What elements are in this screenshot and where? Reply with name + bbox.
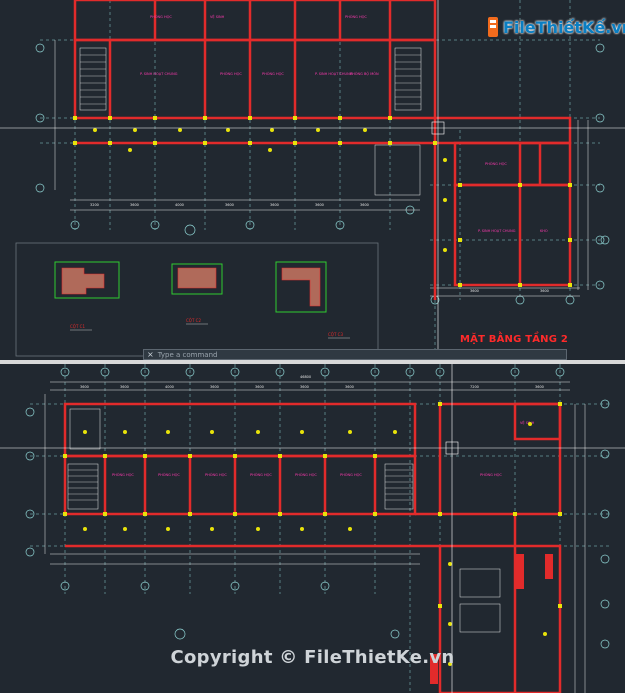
svg-text:3600: 3600 [470,289,479,293]
svg-text:PHÒNG HỌC: PHÒNG HỌC [205,472,227,477]
svg-text:VỆ SINH: VỆ SINH [210,14,225,19]
svg-text:PHÒNG HỌC: PHÒNG HỌC [480,472,502,477]
svg-text:PHÒNG HỌC: PHÒNG HỌC [295,472,317,477]
svg-text:4000: 4000 [175,203,184,207]
svg-text:PHÒNG HỌC: PHÒNG HỌC [150,14,172,19]
floor-plan-level-1: 3600 3600 4000 3600 3600 3600 3600 7200 3600 4… [0,364,625,693]
svg-text:PHÒNG HỌC: PHÒNG HỌC [158,472,180,477]
command-line[interactable]: × Type a command [143,349,567,360]
svg-text:3600: 3600 [120,385,129,389]
svg-text:P. SINH HOẠT CHUNG: P. SINH HOẠT CHUNG [478,229,516,233]
svg-text:PHÒNG BỘ MÔN: PHÒNG BỘ MÔN [350,71,379,76]
svg-text:3600: 3600 [535,385,544,389]
svg-text:KHO: KHO [540,229,548,233]
svg-text:4000: 4000 [165,385,174,389]
svg-text:3600: 3600 [130,203,139,207]
svg-text:3600: 3600 [360,203,369,207]
floor-plan-level-2: 3200 3600 4000 3600 3600 3600 3600 3600 3600 [0,0,625,360]
watermark-logo: FileThiếtKế.vn [486,12,625,42]
svg-text:3200: 3200 [90,203,99,207]
svg-text:3600: 3600 [255,385,264,389]
svg-text:3600: 3600 [80,385,89,389]
svg-text:3600: 3600 [210,385,219,389]
watermark-brand: FileThiếtKế.vn [503,17,625,37]
viewport-divider[interactable] [0,360,625,364]
svg-text:CỘT C1: CỘT C1 [70,324,85,329]
svg-text:PHÒNG HỌC: PHÒNG HỌC [250,472,272,477]
svg-text:P. SINH HOẠT CHUNG: P. SINH HOẠT CHUNG [140,72,178,76]
svg-text:CỘT C2: CỘT C2 [186,318,201,323]
svg-text:3600: 3600 [225,203,234,207]
sheet-title: MẶT BẰNG TẦNG 2 [460,334,568,345]
copyright-watermark: Copyright © FileThietKe.vn [170,647,455,668]
svg-text:3600: 3600 [300,385,309,389]
svg-text:3600: 3600 [540,289,549,293]
svg-text:VỆ SINH: VỆ SINH [520,420,535,425]
svg-text:PHÒNG HỌC: PHÒNG HỌC [345,14,367,19]
svg-text:CỘT C3: CỘT C3 [328,332,343,337]
svg-text:7200: 7200 [470,385,479,389]
cad-viewport-top[interactable]: 3200 3600 4000 3600 3600 3600 3600 3600 3600 [0,0,625,360]
svg-text:3600: 3600 [315,203,324,207]
svg-text:PHÒNG HỌC: PHÒNG HỌC [220,71,242,76]
command-input[interactable]: Type a command [157,350,218,359]
filethietke-logo-icon [486,15,500,39]
svg-text:PHÒNG HỌC: PHÒNG HỌC [262,71,284,76]
svg-text:P. SINH HOẠT CHUNG: P. SINH HOẠT CHUNG [315,72,353,76]
cad-viewport-bottom[interactable]: 3600 3600 4000 3600 3600 3600 3600 7200 3600 4… [0,364,625,693]
svg-text:PHÒNG HỌC: PHÒNG HỌC [112,472,134,477]
svg-text:PHÒNG HỌC: PHÒNG HỌC [485,161,507,166]
svg-text:3600: 3600 [345,385,354,389]
svg-text:3600: 3600 [270,203,279,207]
close-icon[interactable]: × [147,350,154,359]
svg-text:46800: 46800 [300,375,311,379]
svg-text:PHÒNG HỌC: PHÒNG HỌC [340,472,362,477]
